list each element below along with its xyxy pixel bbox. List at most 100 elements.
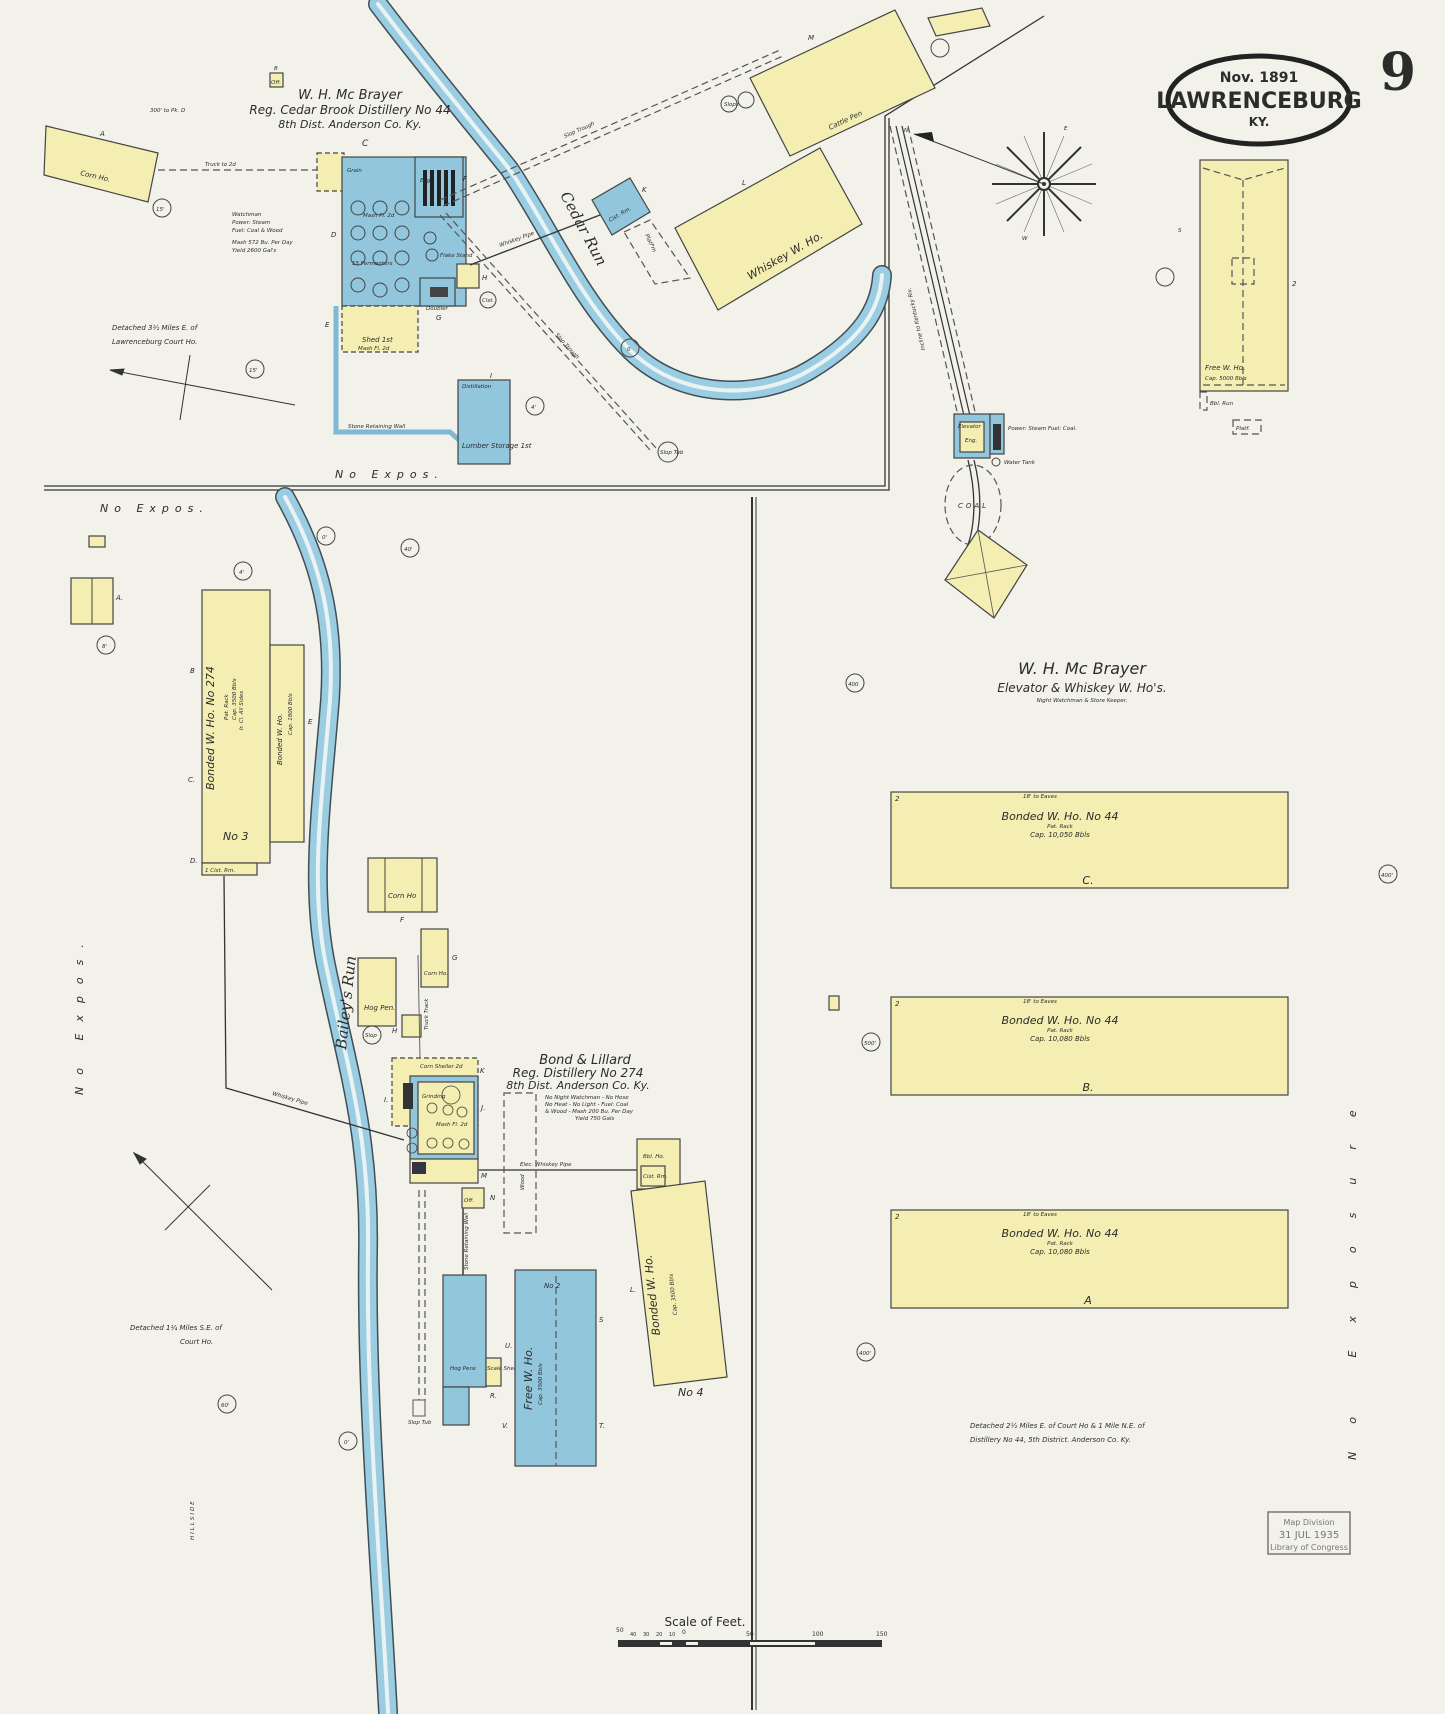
map-shape <box>1199 391 1208 411</box>
map-label: L. <box>630 1286 636 1294</box>
map-shape <box>372 282 388 298</box>
map-shape <box>400 538 420 558</box>
map-label: 0 <box>682 1629 686 1636</box>
map-shape <box>525 396 545 416</box>
map-label: Fuel: Coal & Wood <box>232 228 283 234</box>
map-shape <box>442 1104 454 1116</box>
map-label: Slop <box>365 1033 377 1039</box>
map-label: Pat. Rack <box>1047 1241 1074 1247</box>
map-shape <box>372 250 388 266</box>
corn-house-g <box>420 928 449 988</box>
cistern-room-k <box>591 177 651 236</box>
map-label: No 3 <box>223 830 248 843</box>
shed-building <box>341 305 419 353</box>
map-label: 18' to Eaves <box>1023 999 1057 1005</box>
map-label: 15' <box>156 207 165 213</box>
map-shape <box>889 125 960 421</box>
map-label: 2 <box>895 1213 900 1221</box>
map-label: Cap. 5000 Bbls <box>1205 376 1247 382</box>
map-label: Ir. Cl. All Sides <box>239 691 245 730</box>
map-shape <box>890 1209 1289 1309</box>
map-shape <box>441 1085 461 1105</box>
map-shape <box>895 125 966 421</box>
map-shape <box>372 200 388 216</box>
map-label: & Wood - Mash 200 Bu. Per Day <box>545 1109 634 1115</box>
free-warehouse <box>1199 159 1289 392</box>
map-label: E <box>1064 126 1068 132</box>
map-shape <box>720 95 738 113</box>
map-label: Grinding <box>422 1094 446 1100</box>
map-label: Cap. 3500 Bbls <box>669 1273 679 1315</box>
map-shape <box>890 791 1289 889</box>
map-label: B <box>190 667 195 675</box>
map-label: Truck Track <box>424 998 430 1030</box>
map-label: No Expos. <box>335 468 444 481</box>
map-shape <box>430 287 448 297</box>
map-label: No 2 <box>544 1282 561 1290</box>
map-label: Bonded W. Ho. No 44 <box>1002 810 1119 823</box>
map-shape <box>179 354 191 421</box>
map-shape <box>845 673 865 693</box>
map-label: U. <box>505 1342 512 1350</box>
map-label: No Expos. <box>73 932 86 1095</box>
map-shape <box>991 457 1001 467</box>
map-shape <box>451 170 455 206</box>
map-label: D <box>331 231 337 239</box>
map-shape <box>394 200 410 216</box>
map-label: Mash 572 Bu. Per Day <box>232 240 294 246</box>
map-label: Eng. <box>965 438 977 444</box>
map-label: Free W. Ho. <box>1205 364 1245 372</box>
map-shape <box>445 212 657 449</box>
map-shape <box>406 1127 418 1139</box>
hog-pen <box>357 957 397 1027</box>
map-label: Truck to 2d <box>205 162 236 168</box>
map-label: 10 <box>669 1632 675 1638</box>
map-label: 0' <box>322 535 327 541</box>
map-label: Stone Retaining Wall <box>348 424 406 430</box>
map-label: Pat. Rack <box>1047 824 1074 830</box>
elevator-name: Elevator & Whiskey W. Ho's. <box>997 681 1166 695</box>
map-shape <box>439 214 651 451</box>
slop-tub-building <box>927 7 991 37</box>
map-label: Bond & Lillard <box>539 1053 631 1068</box>
map-shape <box>96 635 116 655</box>
map-label: Bonded W. Ho. No 274 <box>204 666 217 790</box>
map-shape <box>442 1137 454 1149</box>
title-cartouche: Nov. 1891 LAWRENCEBURG KY. <box>1156 53 1362 147</box>
top-distillery-notes: Watchman Power: Steam Fuel: Coal & Wood … <box>232 212 294 254</box>
map-label: Bonded W. Ho. <box>276 713 284 765</box>
map-label: 2 <box>895 1000 900 1008</box>
platform <box>623 219 692 285</box>
map-label: D. <box>190 857 198 865</box>
map-shape <box>913 133 1045 185</box>
map-label: Library of Congress <box>1270 1543 1348 1552</box>
map-label: Cap. 1800 Bbls <box>288 693 294 735</box>
map-label: No Exposure <box>1346 1082 1359 1460</box>
map-shape <box>426 1102 438 1114</box>
scale-bar: Scale of Feet. 50 40 30 20 10 0 50 100 1… <box>616 1615 888 1647</box>
map-shape <box>425 248 439 262</box>
office-building <box>269 72 284 88</box>
map-shape <box>993 424 1001 450</box>
map-label: 18' to Eaves <box>1023 794 1057 800</box>
map-shape <box>372 225 388 241</box>
map-label: S <box>599 1316 604 1324</box>
map-shape <box>861 1032 881 1052</box>
bonded-warehouse-a: 18' to Eaves Bonded W. Ho. No 44 Pat. Ra… <box>890 1209 1289 1309</box>
map-label: Detached 1¼ Miles S.E. of <box>130 1324 223 1332</box>
map-shape <box>350 225 366 241</box>
map-label: 20 <box>656 1632 662 1638</box>
map-shape <box>479 291 497 309</box>
cistern-room <box>201 862 258 876</box>
city-name: LAWRENCEBURG <box>1156 89 1362 114</box>
north-arrow-markers <box>109 354 296 1291</box>
map-shape <box>394 277 410 293</box>
map-label: Night Watchman & Store Keeper. <box>1037 698 1128 704</box>
distillery-name: Reg. Cedar Brook Distillery No 44 <box>249 103 450 117</box>
map-label: E <box>308 718 313 726</box>
map-label: H <box>482 274 488 282</box>
map-label: Detached 2½ Miles E. of Court Ho & 1 Mil… <box>970 1422 1146 1430</box>
map-label: Cap. 10,080 Bbls <box>1030 1035 1090 1043</box>
map-label: Watchman <box>232 212 262 218</box>
